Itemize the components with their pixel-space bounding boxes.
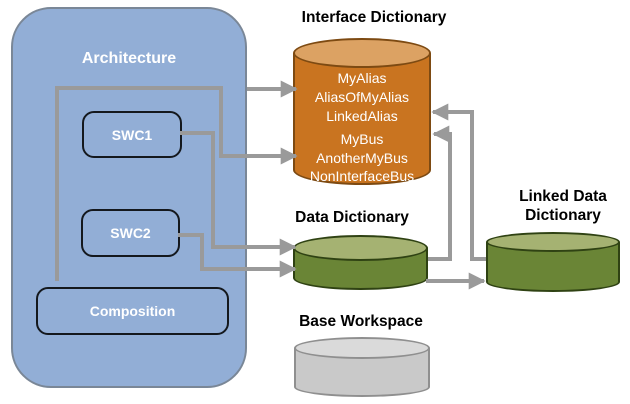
alias-item-aliasofmyalias: AliasOfMyAlias (314, 89, 410, 105)
base-workspace-cylinder-top (294, 337, 430, 359)
interface-dictionary-alias-list: MyAlias AliasOfMyAlias LinkedAlias (293, 69, 431, 126)
bus-item-anothermybus: AnotherMyBus (316, 149, 408, 166)
architecture-box: Architecture SWC1 SWC2 Composition (11, 7, 247, 388)
swc2-label: SWC2 (110, 225, 151, 241)
interface-dictionary-cylinder: MyAlias AliasOfMyAlias LinkedAlias MyBus… (293, 38, 431, 185)
alias-item-linkedalias: LinkedAlias (326, 108, 398, 124)
composition-label: Composition (89, 303, 176, 319)
base-workspace-title: Base Workspace (299, 313, 423, 330)
data-dictionary-cylinder (293, 235, 428, 290)
bus-item-noninterfacebus: NonInterfaceBus (309, 168, 415, 184)
interface-dictionary-cylinder-top (293, 38, 431, 68)
interface-dictionary-bus-list: MyBus AnotherMyBus NonInterfaceBus (293, 130, 431, 186)
linked-data-dictionary-title: Linked Data Dictionary (483, 187, 630, 225)
connector-linked-data-dictionary-to-interface-dictionary (431, 103, 486, 261)
linked-data-dictionary-title-line1: Linked Data (519, 188, 607, 205)
swc1-label: SWC1 (111, 126, 153, 143)
linked-data-dictionary-title-line2: Dictionary (525, 207, 601, 224)
base-workspace-cylinder (294, 337, 430, 397)
data-dictionary-title: Data Dictionary (295, 209, 409, 226)
alias-item-myalias: MyAlias (337, 70, 387, 86)
composition-box: Composition (36, 287, 229, 335)
linked-data-dictionary-cylinder-top (486, 232, 620, 252)
architecture-label: Architecture (81, 50, 177, 67)
bus-item-mybus: MyBus (340, 131, 384, 147)
data-dictionary-cylinder-top (293, 235, 428, 261)
interface-dictionary-title: Interface Dictionary (301, 9, 447, 26)
linked-data-dictionary-cylinder (486, 232, 620, 292)
swc1-box: SWC1 (82, 111, 182, 158)
connector-data-dictionary-to-interface-dictionary (428, 125, 452, 261)
swc2-box: SWC2 (81, 209, 180, 257)
